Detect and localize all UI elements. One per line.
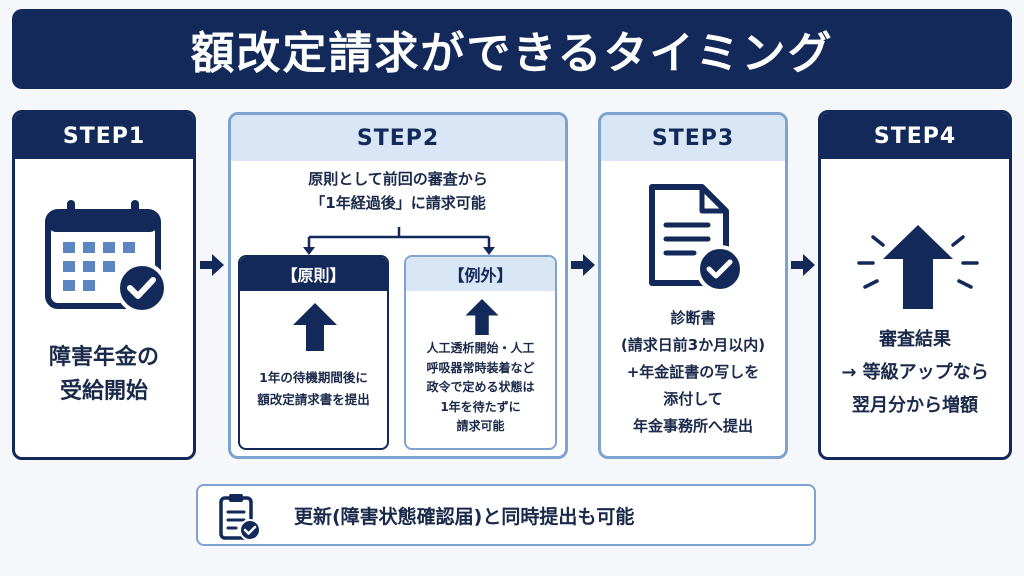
exception-box: 【例外】 人工透析開始・人工 呼吸器常時装着など 政令で定める状態は 1年を待た… [404, 255, 557, 450]
arrow-right-icon [571, 254, 595, 276]
step1-text: 障害年金の 受給開始 [48, 345, 159, 404]
principle-label: 【原則】 [240, 257, 387, 291]
calendar-check-icon [45, 200, 168, 314]
step1-card: STEP1 障害年金の 受給開始 [12, 110, 196, 460]
step2-text: 原則として前回の審査から 「1年経過後」に請求可能 [308, 170, 488, 212]
arrow-right-icon [200, 254, 224, 276]
step3-header: STEP3 [601, 115, 785, 161]
step2-card: STEP2 原則として前回の審査から 「1年経過後」に請求可能 【原則】 1年の… [228, 112, 568, 459]
step1-header: STEP1 [15, 113, 193, 159]
note-bar: 更新(障害状態確認届)と同時提出も可能 [196, 484, 816, 546]
step4-card: STEP4 審査結果 → 等級アップなら 翌月分から増額 [818, 110, 1012, 460]
title-banner: 額改定請求ができるタイミング [12, 9, 1012, 89]
principle-box: 【原則】 1年の待機期間後に 額改定請求書を提出 [238, 255, 389, 450]
note-text: 更新(障害状態確認届)と同時提出も可能 [294, 505, 635, 528]
step4-text: 審査結果 → 等級アップなら 翌月分から増額 [841, 329, 989, 416]
exception-label: 【例外】 [406, 257, 555, 291]
step4-header: STEP4 [821, 113, 1009, 159]
branch-arrows-icon [303, 227, 495, 255]
document-check-icon [649, 184, 744, 293]
arrow-up-icon [465, 299, 499, 335]
step3-card: STEP3 診断書 (請求日前3か月以内) +年金証書の写しを 添付して 年金事… [598, 112, 788, 459]
principle-text: 1年の待機期間後に 額改定請求書を提出 [257, 370, 370, 407]
up-arrow-burst-icon [857, 225, 979, 309]
arrow-right-icon [791, 254, 815, 276]
exception-text: 人工透析開始・人工 呼吸器常時装着など 政令で定める状態は 1年を待たずに 請求… [426, 341, 535, 433]
clipboard-check-icon [219, 494, 261, 541]
page-title: 額改定請求ができるタイミング [190, 28, 834, 79]
step3-text: 診断書 (請求日前3か月以内) +年金証書の写しを 添付して 年金事務所へ提出 [620, 309, 766, 435]
arrow-up-icon [293, 303, 337, 351]
step2-header: STEP2 [231, 115, 565, 161]
